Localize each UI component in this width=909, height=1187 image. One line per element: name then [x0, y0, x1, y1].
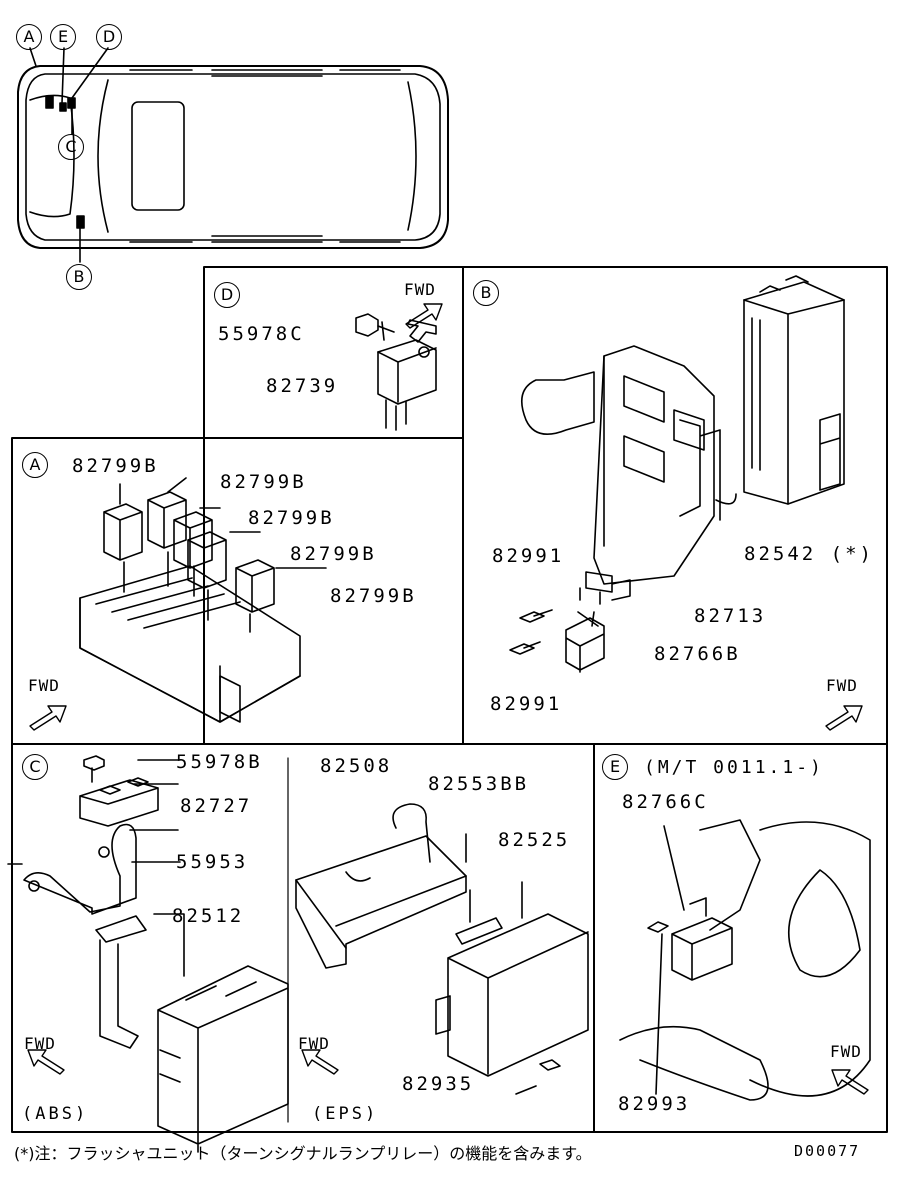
panel-e-artwork — [619, 819, 871, 1101]
panel-eps-subtitle: (EPS) — [312, 1104, 379, 1124]
panel-d-fwd: FWD — [404, 280, 436, 299]
panel-c-subtitle-abs: (ABS) — [22, 1104, 89, 1124]
part-number-82766b[interactable]: 82766B — [654, 643, 741, 665]
part-number-82525[interactable]: 82525 — [498, 829, 571, 851]
panel-e-letter: E — [602, 754, 628, 780]
panel-e-header: (M/T 0011.1-) — [644, 757, 824, 778]
panel-a-letter: A — [22, 452, 48, 478]
part-number-82799b-2[interactable]: 82799B — [220, 471, 307, 493]
part-number-82766c[interactable]: 82766C — [622, 791, 709, 813]
part-number-55978c[interactable]: 55978C — [218, 323, 305, 345]
panel-e-fwd: FWD — [830, 1042, 862, 1061]
part-number-82512[interactable]: 82512 — [172, 905, 245, 927]
part-number-82799b-5[interactable]: 82799B — [330, 585, 417, 607]
panel-a-fwd: FWD — [28, 676, 60, 695]
fwd-arrows — [27, 303, 869, 1095]
callout-b: B — [66, 264, 92, 290]
vehicle-top-view — [17, 47, 449, 263]
part-number-82739[interactable]: 82739 — [266, 375, 339, 397]
part-number-82508[interactable]: 82508 — [320, 755, 393, 777]
panel-b-letter: B — [473, 280, 499, 306]
part-number-82713[interactable]: 82713 — [694, 605, 767, 627]
panel-c-letter: C — [22, 754, 48, 780]
footnote: (*)注：フラッシャユニット（ターンシグナルランプリレー）の機能を含みます。 — [14, 1144, 592, 1163]
panel-d-letter: D — [214, 282, 240, 308]
callout-d: D — [96, 24, 122, 50]
part-number-82799b-3[interactable]: 82799B — [248, 507, 335, 529]
part-number-82553bb[interactable]: 82553BB — [428, 773, 530, 795]
panel-b-fwd: FWD — [826, 676, 858, 695]
part-number-55978b[interactable]: 55978B — [176, 751, 263, 773]
part-number-82727[interactable]: 82727 — [180, 795, 253, 817]
part-number-82935[interactable]: 82935 — [402, 1073, 475, 1095]
panel-a-artwork — [79, 477, 327, 723]
part-number-82991-lower[interactable]: 82991 — [490, 693, 563, 715]
diagram-code: D00077 — [794, 1142, 861, 1160]
part-number-55953[interactable]: 55953 — [176, 851, 249, 873]
callout-c: C — [58, 134, 84, 160]
panel-frames — [11, 266, 888, 1133]
part-number-82991-upper[interactable]: 82991 — [492, 545, 565, 567]
callout-e: E — [50, 24, 76, 50]
panel-b-artwork — [509, 275, 845, 673]
panel-c-fwd: FWD — [24, 1034, 56, 1053]
callout-a: A — [16, 24, 42, 50]
panel-d-artwork — [355, 313, 437, 431]
part-number-82799b-4[interactable]: 82799B — [290, 543, 377, 565]
panel-c-artwork — [7, 755, 289, 1153]
panel-eps-fwd: FWD — [298, 1034, 330, 1053]
part-number-82993[interactable]: 82993 — [618, 1093, 691, 1115]
part-number-82542[interactable]: 82542 (*) — [744, 543, 874, 565]
part-number-82799b-1[interactable]: 82799B — [72, 455, 159, 477]
panel-eps-artwork — [295, 803, 589, 1095]
